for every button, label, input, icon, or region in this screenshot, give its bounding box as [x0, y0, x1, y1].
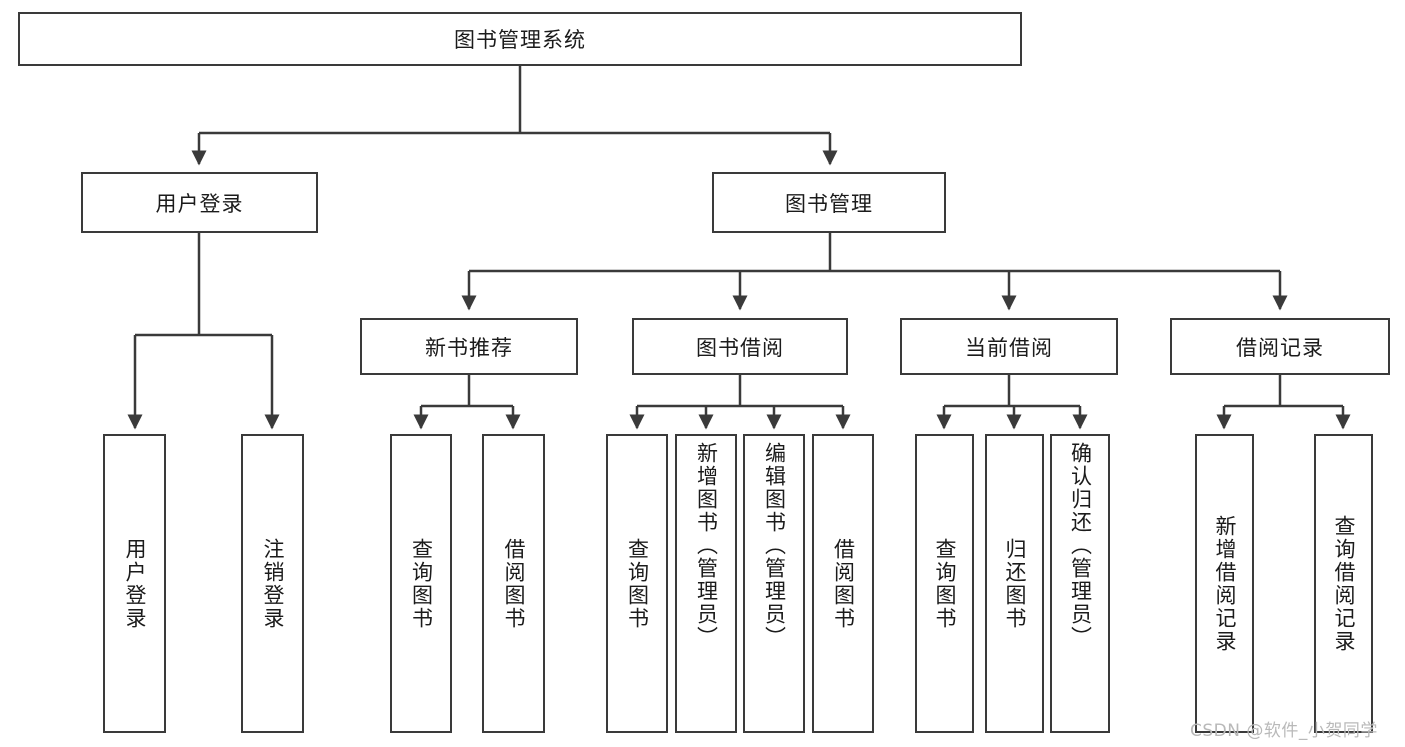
node-root-system[interactable]: 图书管理系统 [18, 12, 1022, 66]
node-label: 查询借阅记录 [1332, 514, 1356, 653]
node-user-login[interactable]: 用户登录 [81, 172, 318, 233]
node-book-borrow[interactable]: 图书借阅 [632, 318, 848, 375]
node-leaf-add-book-admin[interactable]: 新增图书（管理员） [675, 434, 737, 733]
node-label: 图书管理 [785, 191, 873, 216]
node-label: 借阅图书 [502, 537, 526, 630]
node-leaf-query-book-recommend[interactable]: 查询图书 [390, 434, 452, 733]
node-label: 注销登录 [261, 537, 285, 630]
node-label: 用户登录 [155, 191, 244, 216]
node-label: 新增借阅记录 [1213, 514, 1237, 653]
node-label: 新书推荐 [425, 335, 513, 360]
node-leaf-confirm-return-admin[interactable]: 确认归还（管理员） [1050, 434, 1110, 733]
node-label: 当前借阅 [965, 335, 1053, 360]
node-label: 图书管理系统 [454, 28, 586, 52]
node-new-book-recommend[interactable]: 新书推荐 [360, 318, 578, 375]
csdn-watermark: CSDN @软件_小贺同学 [1190, 721, 1378, 741]
node-label: 用户登录 [123, 537, 147, 630]
node-current-borrow[interactable]: 当前借阅 [900, 318, 1118, 375]
node-label: 借阅记录 [1236, 335, 1324, 360]
node-leaf-edit-book-admin[interactable]: 编辑图书（管理员） [743, 434, 805, 733]
node-book-management[interactable]: 图书管理 [712, 172, 946, 233]
node-label: 查询图书 [625, 537, 650, 630]
node-label: 确认归还（管理员） [1068, 442, 1093, 649]
node-leaf-borrow-book-recommend[interactable]: 借阅图书 [482, 434, 545, 733]
node-leaf-borrow-book[interactable]: 借阅图书 [812, 434, 874, 733]
node-leaf-user-login[interactable]: 用户登录 [103, 434, 166, 733]
node-leaf-logout[interactable]: 注销登录 [241, 434, 304, 733]
node-borrow-record[interactable]: 借阅记录 [1170, 318, 1390, 375]
node-leaf-query-book-current[interactable]: 查询图书 [915, 434, 974, 733]
node-label: 借阅图书 [831, 537, 856, 630]
node-label: 归还图书 [1003, 537, 1027, 630]
node-label: 编辑图书（管理员） [762, 442, 787, 649]
node-leaf-return-book[interactable]: 归还图书 [985, 434, 1044, 733]
node-label: 图书借阅 [696, 335, 784, 360]
node-label: 查询图书 [933, 537, 957, 630]
node-label: 查询图书 [409, 537, 434, 630]
node-label: 新增图书（管理员） [694, 442, 719, 649]
node-leaf-query-book-borrow[interactable]: 查询图书 [606, 434, 668, 733]
node-leaf-add-borrow-record[interactable]: 新增借阅记录 [1195, 434, 1254, 733]
node-leaf-query-borrow-record[interactable]: 查询借阅记录 [1314, 434, 1373, 733]
